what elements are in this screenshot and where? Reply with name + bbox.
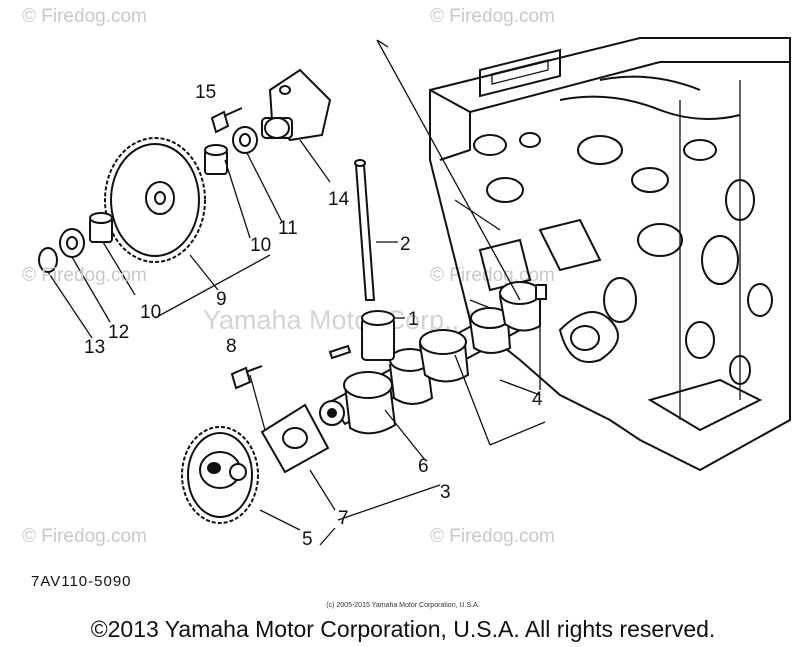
watermark-top-left: © Firedog.com <box>22 6 147 27</box>
callout-13: 13 <box>84 337 105 358</box>
callout-12: 12 <box>108 322 129 343</box>
push-rod <box>354 159 376 301</box>
watermark-mid-left: © Firedog.com <box>22 265 147 286</box>
callout-7: 7 <box>338 508 349 529</box>
callout-15: 15 <box>195 82 216 103</box>
callout-14: 14 <box>328 189 350 210</box>
bolt-8 <box>230 365 263 390</box>
small-copyright: (c) 2005-2015 Yamaha Motor Corporation, … <box>326 602 479 609</box>
callout-5: 5 <box>302 529 313 550</box>
washer-12-hole <box>66 236 78 250</box>
watermark-bottom-left: © Firedog.com <box>22 526 147 547</box>
callout-11: 11 <box>278 218 298 239</box>
watermark-top-center: © Firedog.com <box>430 6 555 27</box>
callout-4: 4 <box>532 389 543 410</box>
bushing-10-right <box>204 144 228 175</box>
bolt-15 <box>210 107 243 134</box>
idler-gear <box>104 137 206 263</box>
diagram-code: 7AV110-5090 <box>31 573 132 590</box>
thrust-plate <box>260 403 330 474</box>
cam-gear <box>181 426 259 524</box>
plug <box>535 284 547 300</box>
bushing-10-left <box>89 212 113 243</box>
dowel-pin <box>328 344 352 360</box>
callout-3: 3 <box>440 482 451 503</box>
callout-9: 9 <box>216 289 227 310</box>
idler-shaft-bracket <box>261 68 332 142</box>
callout-10-upper: 10 <box>250 235 271 256</box>
valve-lifter <box>361 310 395 361</box>
washer-12 <box>59 228 85 258</box>
callout-1: 1 <box>408 309 419 330</box>
watermark-bottom-center: © Firedog.com <box>430 526 555 547</box>
callout-8: 8 <box>226 336 237 357</box>
washer-11-hole <box>239 133 251 147</box>
leader-lines <box>47 39 546 546</box>
callout-6: 6 <box>418 456 429 477</box>
watermark-mid-center: © Firedog.com <box>430 265 555 286</box>
footer-copyright: ©2013 Yamaha Motor Corporation, U.S.A. A… <box>91 616 716 642</box>
engine-block <box>429 37 791 472</box>
callout-10-lower: 10 <box>140 302 161 323</box>
callout-2: 2 <box>400 234 411 255</box>
washer-11 <box>232 126 258 154</box>
